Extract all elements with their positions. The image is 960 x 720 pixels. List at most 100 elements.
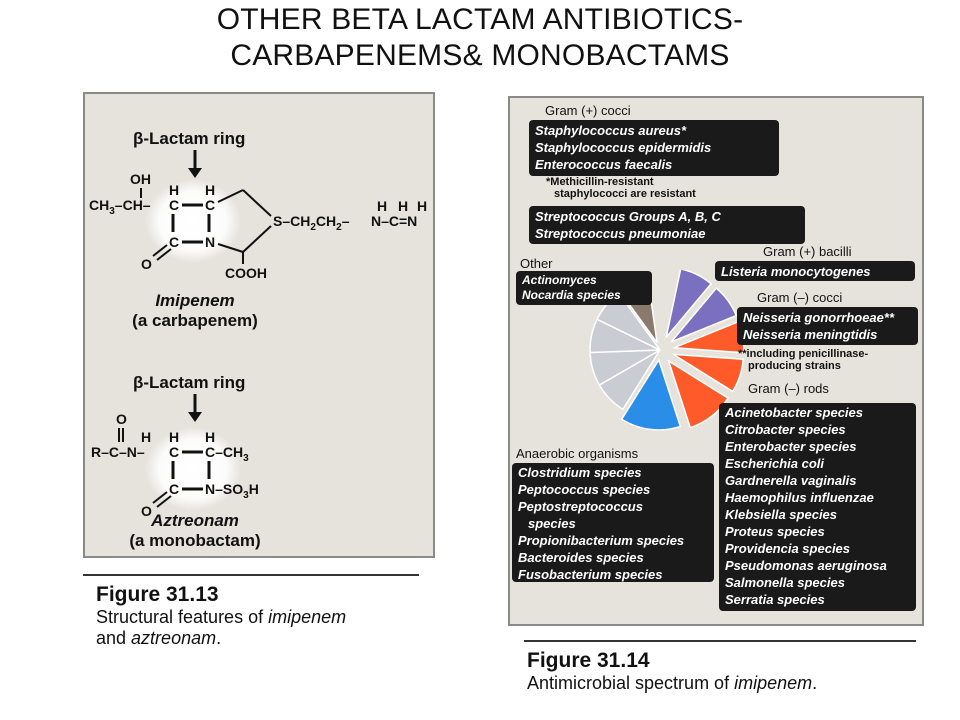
slide-title-line-2: CARBAPENEMS& MONOBACTAMS bbox=[230, 39, 730, 72]
species-acinetobacter: Acinetobacter species bbox=[725, 405, 864, 420]
species-klebsiella: Klebsiella species bbox=[725, 507, 838, 522]
figure-31-13-rule bbox=[83, 574, 419, 576]
species-haemophilus: Haemophilus influenzae bbox=[725, 490, 874, 505]
svg-text:H: H bbox=[169, 429, 179, 445]
aztreonam-name: Aztreonam bbox=[150, 511, 239, 530]
gram-pos-bacilli-label: Gram (+) bacilli bbox=[763, 244, 852, 259]
figure-31-14-caption: Antimicrobial spectrum of imipenem. bbox=[527, 673, 927, 694]
caption-13-italic-2: aztreonam bbox=[131, 628, 217, 648]
svg-text:H: H bbox=[169, 182, 179, 198]
species-actinomyces: Actinomyces bbox=[522, 273, 597, 287]
svg-text:CH3–CH–: CH3–CH– bbox=[89, 197, 151, 217]
slice-gram-pos-bacilli bbox=[670, 287, 738, 343]
svg-text:H: H bbox=[398, 198, 408, 214]
caption-13-end: . bbox=[216, 628, 222, 648]
figure-31-13-number: Figure 31.13 bbox=[96, 583, 219, 606]
species-providencia: Providencia species bbox=[725, 541, 851, 556]
slice-anaerobic bbox=[620, 358, 682, 431]
svg-text:H: H bbox=[205, 182, 215, 198]
species-clostridium: Clostridium species bbox=[518, 465, 642, 480]
gram-neg-cocci-box: Neisseria gonorrhoeae** Neisseria mening… bbox=[737, 307, 918, 345]
species-citrobacter: Citrobacter species bbox=[725, 422, 846, 437]
species-staph-epidermidis: Staphylococcus epidermidis bbox=[535, 140, 712, 155]
species-peptococcus: Peptococcus species bbox=[518, 482, 651, 497]
species-propionibacterium: Propionibacterium species bbox=[518, 533, 685, 548]
species-pseudomonas: Pseudomonas aeruginosa bbox=[725, 558, 887, 573]
species-fusobacterium: Fusobacterium species bbox=[518, 567, 663, 582]
caption-14-text: Antimicrobial spectrum of bbox=[527, 673, 735, 693]
species-serratia: Serratia species bbox=[725, 592, 825, 607]
species-nocardia: Nocardia species bbox=[522, 288, 621, 302]
species-peptostreptococcus: Peptostreptococcus bbox=[518, 499, 643, 514]
caption-14-end: . bbox=[812, 673, 818, 693]
species-salmonella: Salmonella species bbox=[725, 575, 845, 590]
svg-text:C: C bbox=[169, 481, 179, 497]
svg-text:N–C=N: N–C=N bbox=[371, 213, 417, 229]
svg-text:C: C bbox=[169, 197, 179, 213]
gram-pos-cocci-note: *Methicillin-resistant staphylococci are… bbox=[546, 176, 696, 200]
svg-text:O: O bbox=[141, 256, 152, 272]
aztreonam-class: (a monobactam) bbox=[129, 531, 260, 550]
gram-neg-cocci-label: Gram (–) cocci bbox=[757, 290, 843, 305]
slide-title: OTHER BETA LACTAM ANTIBIOTICS- CARBAPENE… bbox=[0, 2, 960, 74]
svg-text:H: H bbox=[205, 429, 215, 445]
structures-svg: β-Lactam ring OH CH3–CH– H H C C C N O bbox=[89, 129, 427, 550]
species-listeria: Listeria monocytogenes bbox=[721, 264, 871, 279]
species-enterobacter: Enterobacter species bbox=[725, 439, 857, 454]
figure-31-14-number: Figure 31.14 bbox=[527, 649, 650, 672]
note-mrsa-line-1: *Methicillin-resistant bbox=[546, 176, 654, 188]
species-proteus: Proteus species bbox=[725, 524, 825, 539]
imipenem-structure: OH CH3–CH– H H C C C N O COOH S–CH2CH2– … bbox=[89, 171, 427, 281]
species-strep-groups: Streptococcus Groups A, B, C bbox=[535, 209, 721, 224]
figure-31-14-rule bbox=[524, 640, 916, 642]
slide-title-line-1: OTHER BETA LACTAM ANTIBIOTICS- bbox=[216, 3, 744, 36]
gram-neg-rods-box: Acinetobacter species Citrobacter specie… bbox=[719, 403, 916, 611]
svg-text:OH: OH bbox=[130, 171, 151, 187]
svg-text:H: H bbox=[141, 429, 151, 445]
slice-gram-neg-rods-2 bbox=[667, 359, 730, 429]
aztreonam-ring-arrow bbox=[188, 394, 202, 422]
imipenem-ring-highlight bbox=[145, 179, 241, 263]
caption-13-text-1: Structural features of bbox=[96, 607, 269, 627]
aztreonam-ring-label: β-Lactam ring bbox=[133, 373, 245, 392]
note-penicillinase-line-1: **including penicillinase- bbox=[738, 348, 869, 360]
slice-gram-pos-cocci-1 bbox=[665, 270, 713, 338]
note-penicillinase-line-2: producing strains bbox=[748, 360, 841, 372]
svg-text:O: O bbox=[141, 503, 152, 519]
svg-text:R–C–N–: R–C–N– bbox=[91, 444, 145, 460]
species-gardnerella: Gardnerella vaginalis bbox=[725, 473, 857, 488]
svg-text:C: C bbox=[205, 197, 215, 213]
svg-text:C: C bbox=[169, 234, 179, 250]
caption-13-text-2: and bbox=[96, 628, 132, 648]
caption-14-italic: imipenem bbox=[734, 673, 813, 693]
gram-pos-cocci-label: Gram (+) cocci bbox=[545, 103, 631, 118]
imipenem-class: (a carbapenem) bbox=[132, 311, 258, 330]
gram-pos-cocci-box: Staphylococcus aureus* Staphylococcus ep… bbox=[529, 120, 779, 176]
species-n-gonorrhoeae: Neisseria gonorrhoeae** bbox=[743, 310, 895, 325]
species-n-meningitidis: Neisseria meningtidis bbox=[743, 327, 878, 342]
note-mrsa-line-2: staphylococci are resistant bbox=[554, 188, 696, 200]
svg-text:O: O bbox=[116, 411, 127, 427]
other-label: Other bbox=[520, 256, 553, 271]
aztreonam-ring-highlight bbox=[145, 427, 241, 511]
svg-text:C–CH3: C–CH3 bbox=[205, 444, 249, 464]
spectrum-pie bbox=[589, 270, 745, 431]
gram-pos-bacilli-box: Listeria monocytogenes bbox=[715, 261, 915, 281]
imipenem-name: Imipenem bbox=[155, 291, 234, 310]
anaerobic-label: Anaerobic organisms bbox=[516, 446, 639, 461]
spectrum-pie-slices bbox=[589, 270, 745, 431]
strep-box: Streptococcus Groups A, B, C Streptococc… bbox=[529, 206, 805, 244]
species-peptostreptococcus-cont: species bbox=[528, 516, 576, 531]
gram-neg-rods-label: Gram (–) rods bbox=[748, 381, 829, 396]
svg-text:C: C bbox=[169, 444, 179, 460]
other-box: Actinomyces Nocardia species bbox=[516, 271, 652, 305]
gram-neg-cocci-note: **including penicillinase- producing str… bbox=[738, 348, 868, 372]
anaerobic-box: Clostridium species Peptococcus species … bbox=[512, 463, 714, 582]
svg-text:COOH: COOH bbox=[225, 265, 267, 281]
caption-13-italic-1: imipenem bbox=[268, 607, 347, 627]
slice-gram-neg-rods bbox=[672, 353, 744, 393]
species-e-coli: Escherichia coli bbox=[725, 456, 824, 471]
structures-panel: β-Lactam ring OH CH3–CH– H H C C C N O bbox=[83, 92, 435, 558]
svg-text:S–CH2CH2–: S–CH2CH2– bbox=[273, 213, 350, 233]
species-enterococcus: Enterococcus faecalis bbox=[535, 157, 673, 172]
